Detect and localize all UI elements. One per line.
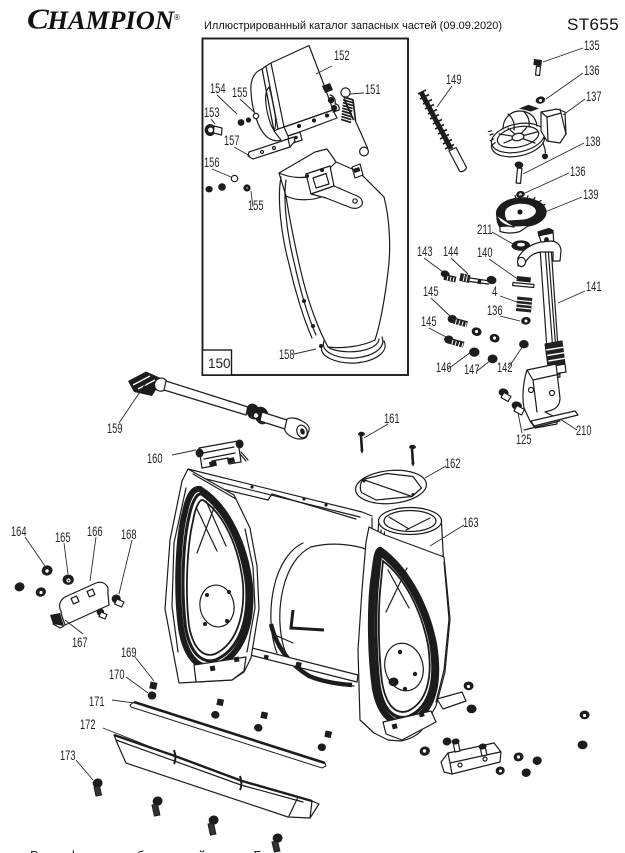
svg-text:154: 154 [210,81,226,96]
svg-text:155: 155 [232,85,248,100]
svg-text:135: 135 [584,38,600,53]
svg-text:166: 166 [87,524,103,539]
svg-text:172: 172 [80,717,96,732]
svg-text:165: 165 [55,530,71,545]
svg-text:163: 163 [463,515,479,530]
svg-text:211: 211 [477,222,493,237]
svg-text:150: 150 [208,356,231,371]
svg-text:4: 4 [492,284,498,299]
svg-text:147: 147 [464,362,480,377]
svg-text:139: 139 [583,187,599,202]
svg-text:160: 160 [147,451,163,466]
svg-text:210: 210 [576,423,592,438]
svg-text:140: 140 [477,245,493,260]
svg-text:167: 167 [72,635,88,650]
svg-text:136: 136 [570,164,586,179]
svg-text:173: 173 [60,748,76,763]
svg-text:169: 169 [121,645,137,660]
svg-text:141: 141 [586,279,602,294]
svg-text:159: 159 [107,421,123,436]
svg-text:146: 146 [436,360,452,375]
svg-text:157: 157 [224,133,240,148]
svg-text:162: 162 [445,456,461,471]
svg-text:164: 164 [11,524,27,539]
svg-text:153: 153 [204,105,220,120]
svg-text:125: 125 [516,432,532,447]
svg-text:143: 143 [417,244,433,259]
svg-text:155: 155 [248,198,264,213]
svg-text:145: 145 [421,314,437,329]
svg-text:142: 142 [497,360,513,375]
svg-text:144: 144 [443,244,459,259]
svg-text:138: 138 [585,134,601,149]
svg-text:152: 152 [334,48,350,63]
svg-text:136: 136 [487,303,503,318]
svg-text:170: 170 [109,667,125,682]
svg-text:145: 145 [423,284,439,299]
svg-text:158: 158 [279,347,295,362]
svg-text:168: 168 [121,527,137,542]
svg-text:156: 156 [204,155,220,170]
svg-text:137: 137 [586,89,602,104]
svg-text:151: 151 [365,82,381,97]
svg-text:161: 161 [384,411,400,426]
svg-text:136: 136 [584,63,600,78]
svg-text:149: 149 [446,72,462,87]
svg-text:171: 171 [89,694,105,709]
